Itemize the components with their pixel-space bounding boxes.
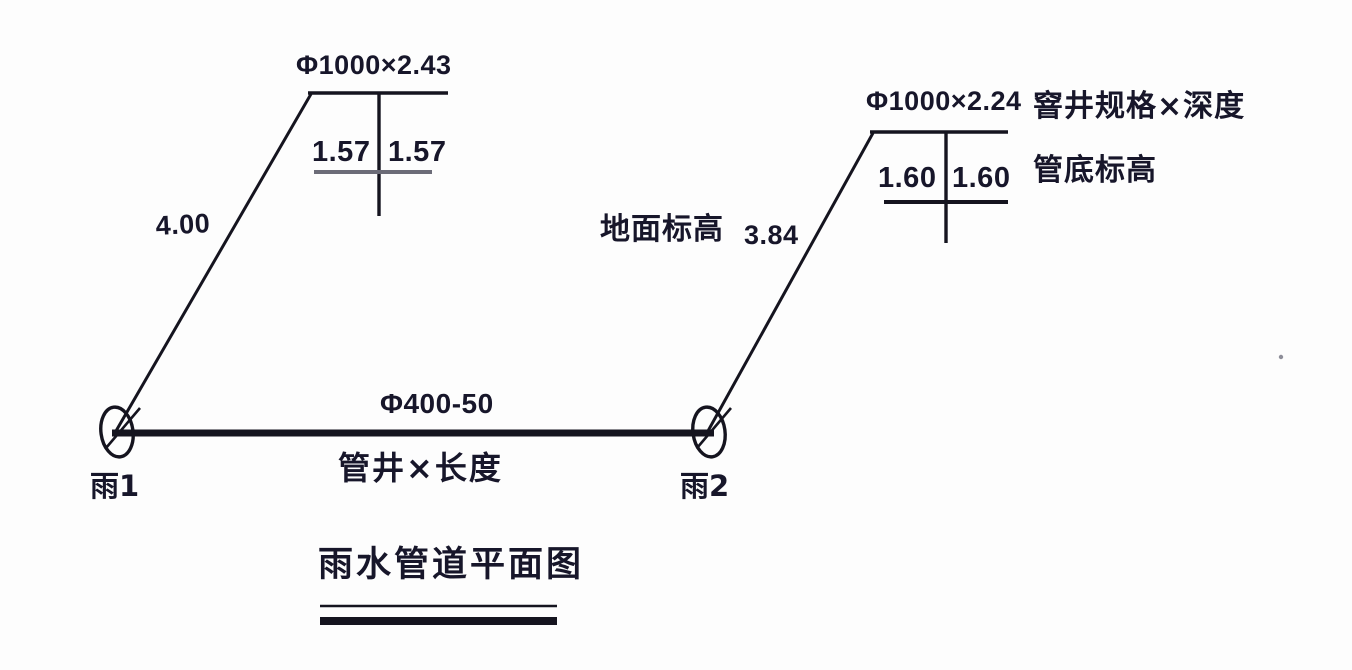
manhole-left-spec: Φ1000×2.43 bbox=[296, 50, 452, 80]
manhole-right-invert-in: 1.60 bbox=[878, 162, 937, 194]
manhole-right-spec: Φ1000×2.24 bbox=[866, 86, 1022, 116]
manhole-right-invert-out: 1.60 bbox=[952, 162, 1011, 194]
legend-invert-note: 管底标高 bbox=[1033, 153, 1157, 188]
manhole-left-invert-out: 1.57 bbox=[388, 136, 447, 168]
scan-speck bbox=[1278, 354, 1284, 360]
figure-title: 雨水管道平面图 bbox=[318, 545, 585, 585]
ground-elevation-value: 3.84 bbox=[744, 220, 799, 250]
ground-elevation-label: 地面标高 bbox=[600, 212, 724, 247]
callout-leader-right bbox=[706, 130, 1008, 432]
pipe-note-label: 管井×长度 bbox=[338, 449, 503, 487]
manhole-symbol-left[interactable] bbox=[98, 405, 141, 459]
legend-spec-note: 窨井规格×深度 bbox=[1033, 89, 1246, 124]
left-leader-distance: 4.00 bbox=[154, 208, 211, 241]
manhole-left-invert-in: 1.57 bbox=[312, 136, 371, 168]
pipe-spec-label: Φ400-50 bbox=[380, 388, 494, 419]
callout-leader-left bbox=[114, 91, 448, 432]
manhole-right-label: 雨2 bbox=[680, 469, 730, 503]
manhole-left-label: 雨1 bbox=[90, 469, 140, 503]
manhole-symbol-right[interactable] bbox=[690, 405, 732, 459]
